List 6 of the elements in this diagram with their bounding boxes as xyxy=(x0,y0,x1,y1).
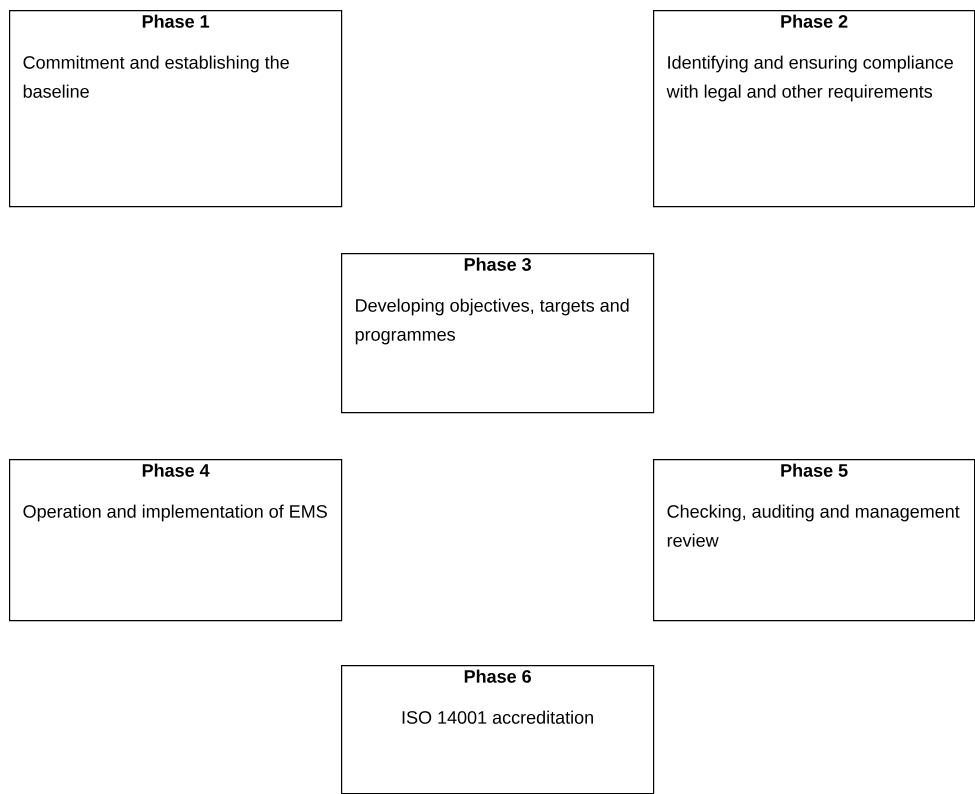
phase-box: Phase 2 Identifying and ensuring compliance with legal and other requirements xyxy=(653,10,975,208)
phase-box: Phase 1 Commitment and establishing the baseline xyxy=(9,10,342,208)
phase-box: Phase 4 Operation and implementation of EMS xyxy=(9,459,342,622)
phase-box: Phase 3 Developing objectives, targets and programmes xyxy=(341,253,654,414)
phase-box: Phase 6 ISO 14001 accreditation xyxy=(341,665,654,794)
phase-box: Phase 5 Checking, auditing and management review xyxy=(653,459,975,622)
